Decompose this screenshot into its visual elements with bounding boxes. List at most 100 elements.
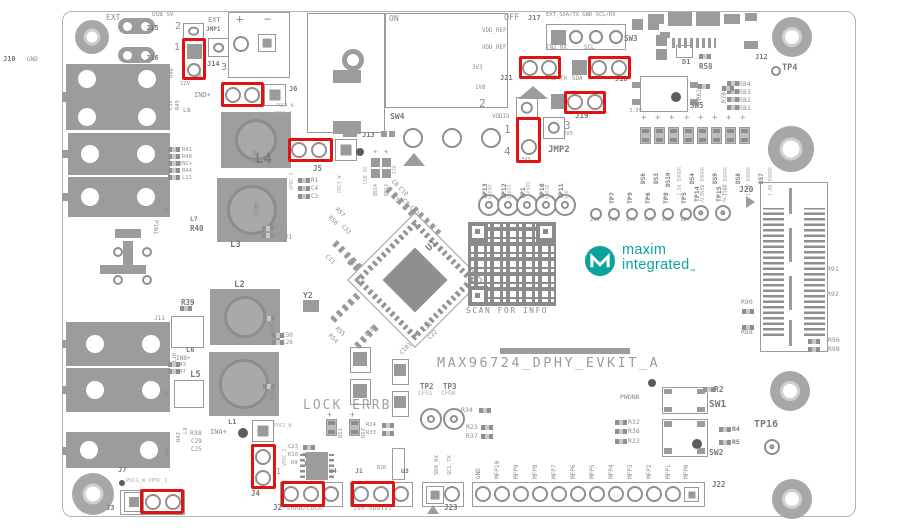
silkscreen-label: R24 [366,422,376,428]
connector-hole [142,335,160,353]
passive-pads [382,431,394,436]
jumper-highlight [516,117,541,163]
triangle-marker [518,86,548,99]
silkscreen-label: 1 [174,42,181,53]
jumper-highlight [251,444,276,489]
silkscreen-label: R90 [741,298,753,306]
square-pin [687,490,696,499]
mounting-hole-center [83,28,101,46]
marker-dot [119,480,125,486]
marker-dot [692,439,702,449]
passive-pads [382,423,394,428]
passive-pads [168,175,180,180]
led [683,127,694,144]
header-pin [311,142,327,158]
silkscreen-label: R33 [366,430,376,436]
mounting-hole [768,126,814,172]
test-point [142,275,152,285]
silkscreen-label: SW5 [690,101,704,110]
maxim-m-icon [585,246,615,276]
passive-pads [168,362,180,367]
passive-pads [272,333,284,338]
silkscreen-label: R88 [741,328,753,336]
silkscreen-label: TP2 [420,382,434,391]
silkscreen-label: C30 [282,332,293,339]
header-pin [608,486,624,502]
silkscreen-label: C23 [288,444,298,450]
pin-box [208,38,229,57]
passive-pads [262,233,274,238]
silkscreen-label: POC2_W [274,424,292,429]
led [739,127,750,144]
mounting-hole-center [782,27,802,47]
passive-pads [727,97,739,102]
component [664,389,672,394]
edge-connector [66,322,170,366]
silkscreen-label: R38 [190,429,202,437]
usb-power-connector-j15 [118,18,155,34]
silkscreen-label: L4 [255,151,272,167]
silkscreen-label: J2 [273,503,283,512]
passive-pads [479,408,491,413]
test-point [142,247,152,257]
passive-pads [808,339,820,344]
connector-hole [137,188,155,206]
component [333,70,361,83]
pad-hole [141,22,150,31]
component [62,92,70,102]
square-pad [648,19,659,30]
silkscreen-label: J5 [313,164,323,173]
silkscreen-label: + [726,113,732,123]
header-pin [611,60,627,76]
component-body [385,13,508,108]
passive-pads [303,445,315,450]
silkscreen-label: J16 [146,54,159,62]
silkscreen-label: 3 [564,119,571,132]
passive-pads [168,168,180,173]
test-point-center [503,200,513,210]
component [62,150,70,158]
header-pin [303,486,319,502]
square-pad [656,49,667,60]
silkscreen-label: SW3 [624,34,638,43]
header-pin [567,94,583,110]
passive-pads [298,178,310,183]
header-pin [589,486,605,502]
edge-connector [66,368,170,412]
silkscreen-label: 1V0 VDD1V2 [353,504,393,512]
silkscreen-label: R9 [291,460,298,466]
silkscreen-label: VDD_REF [482,28,507,34]
header-pin [187,63,201,77]
silkscreen-label: J13 [362,131,375,139]
square-pad [656,35,667,46]
header-pin [591,60,607,76]
component [745,13,757,21]
silkscreen-label: R32 [628,418,640,426]
passive-pads [727,81,739,86]
passive-pads [262,226,274,231]
jumper-highlight [519,56,561,79]
silkscreen-label: JMP1 [206,26,221,33]
silkscreen-label: TNZ RX [546,45,567,51]
component [648,14,664,24]
test-point [590,208,602,220]
connector-hole [138,108,156,126]
silkscreen-label: CFG0 [441,390,456,397]
component [664,407,672,412]
silkscreen-label: J20 [739,185,754,194]
silkscreen-label: + [669,113,675,123]
pin [212,42,225,53]
silkscreen-label: 12V [180,81,190,87]
test-point-center [522,200,532,210]
jumper-highlight [221,82,264,107]
pad-hole [123,51,132,60]
connector-hole [142,381,160,399]
component-body [392,448,405,480]
silkscreen-label: C4 [311,185,319,192]
header-pin [569,30,583,44]
connector-hole [78,70,96,88]
silkscreen-label: 4 [196,71,203,82]
inductor-core [219,359,269,409]
silkscreen-label: VDD_REF [482,45,507,51]
test-point [516,194,538,216]
